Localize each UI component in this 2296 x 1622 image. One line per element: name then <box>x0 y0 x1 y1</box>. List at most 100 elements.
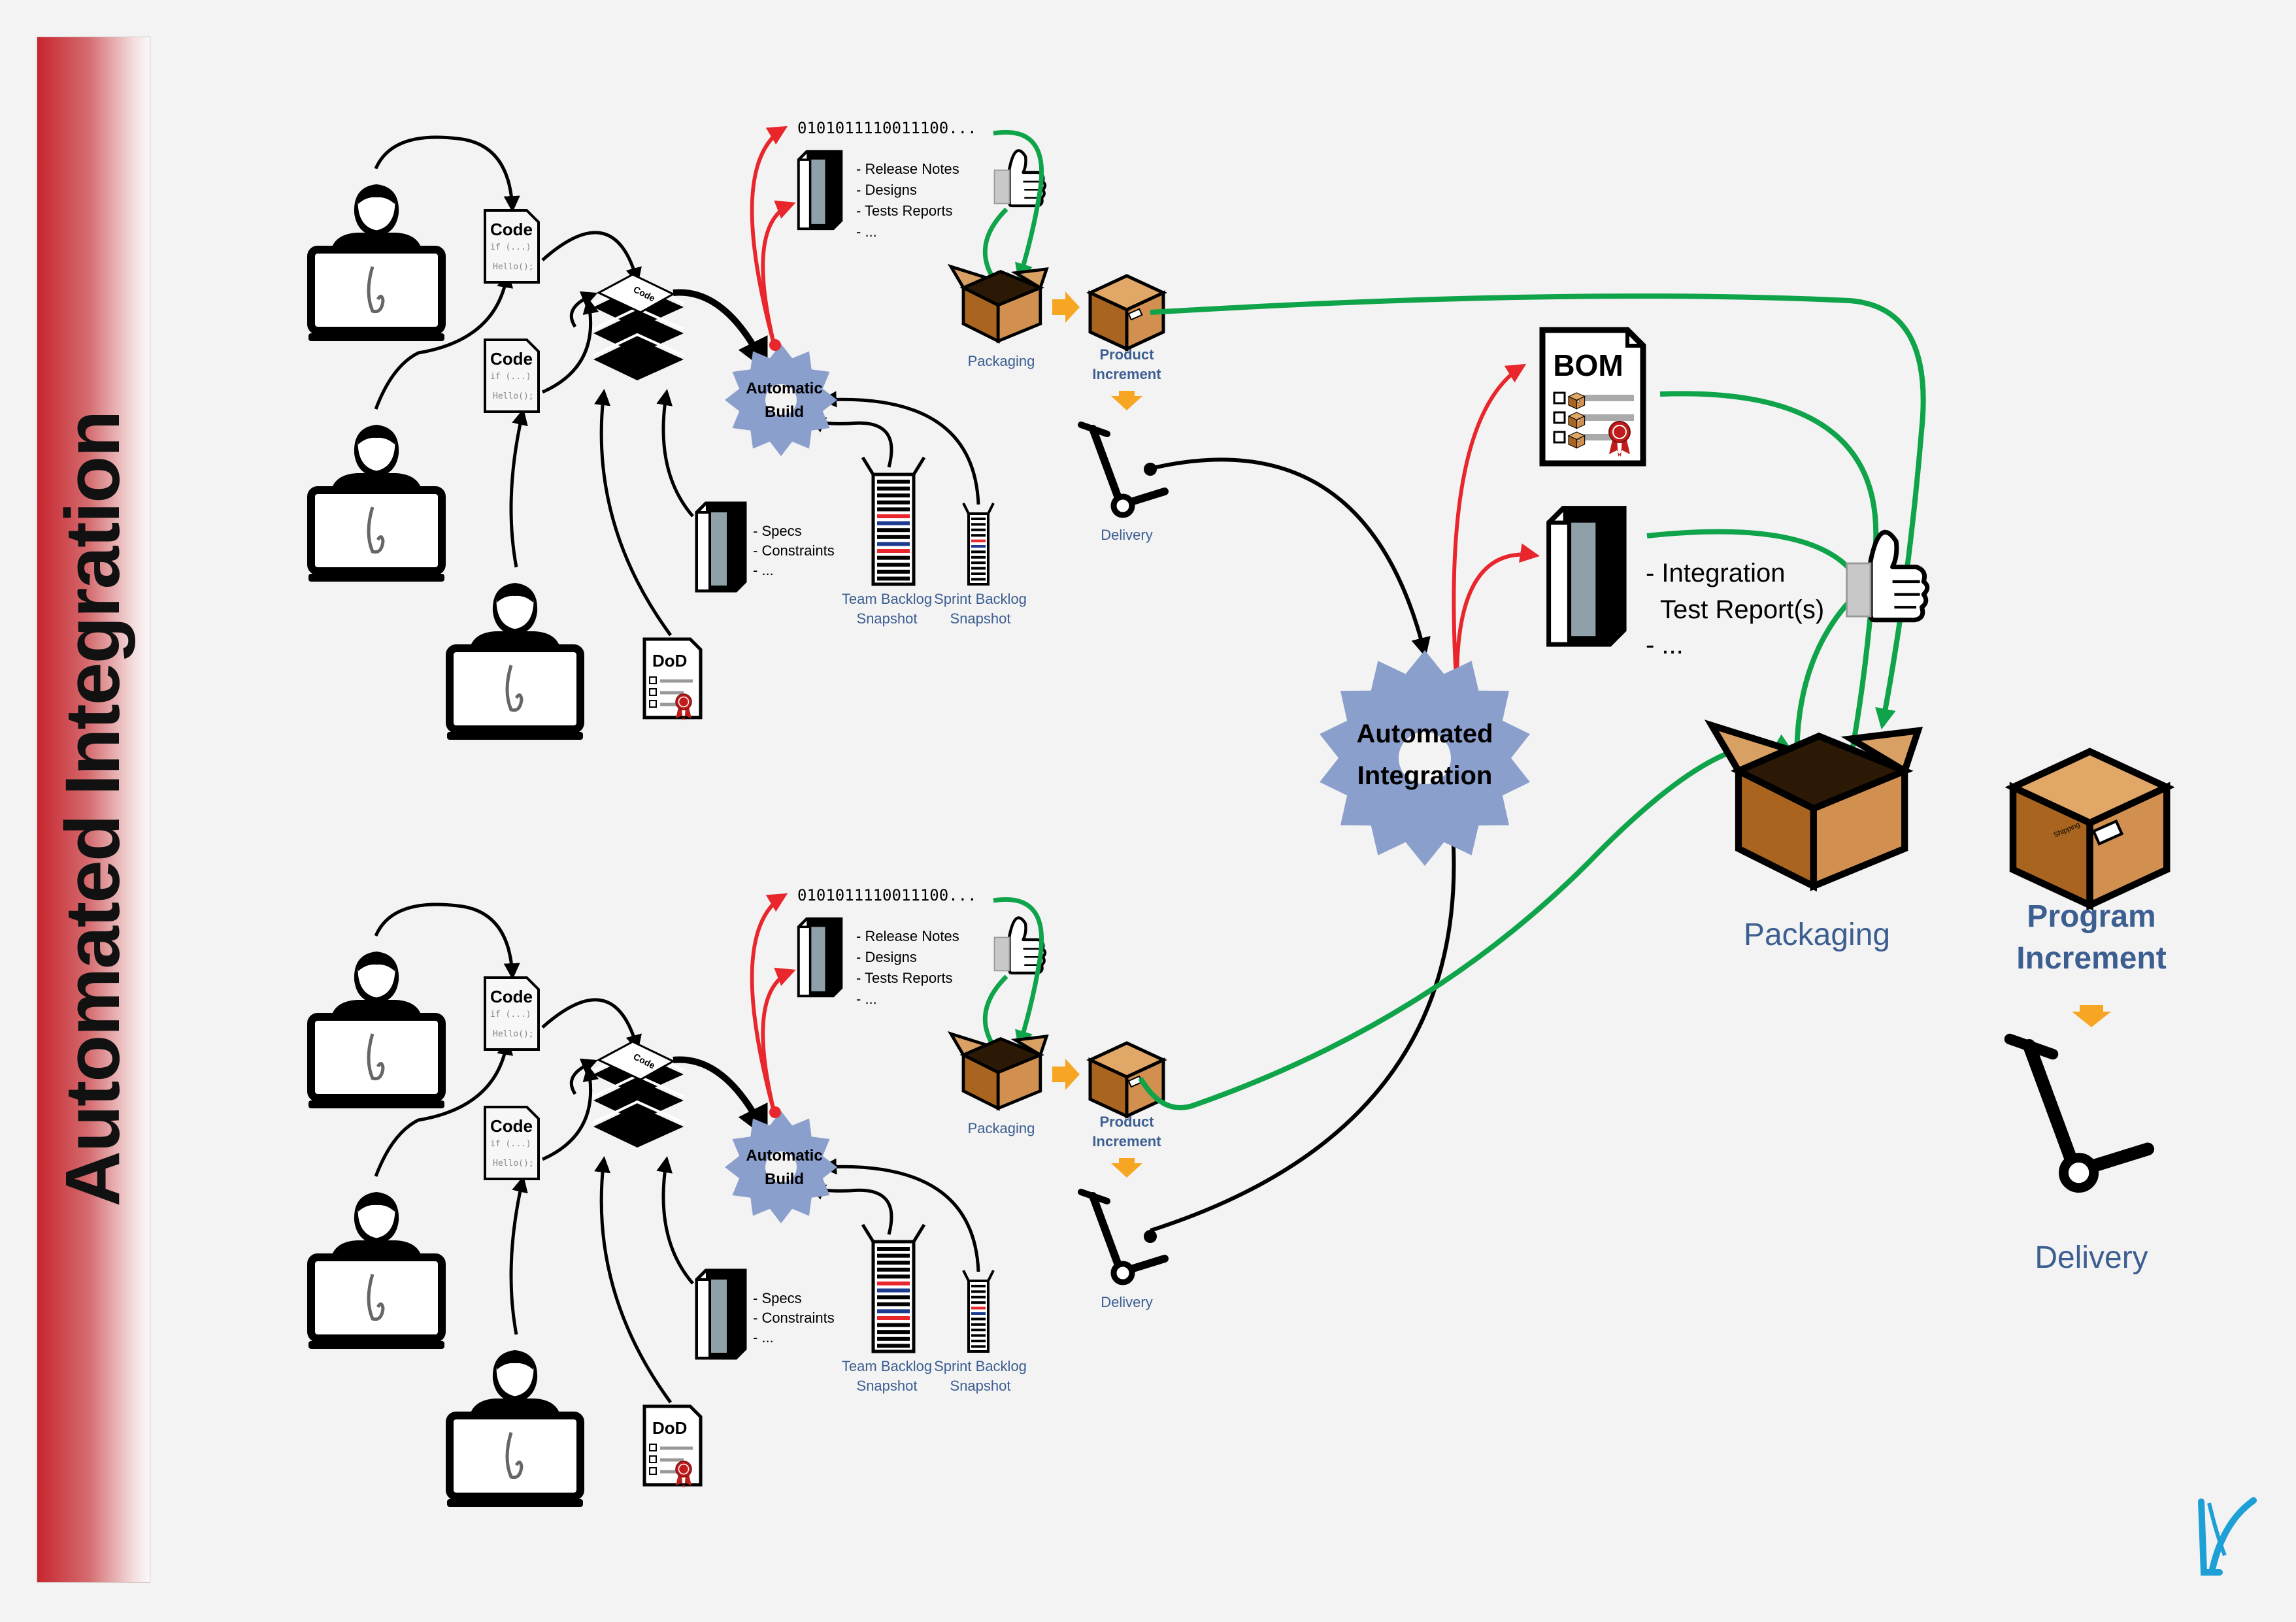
stack-code-sheet <box>596 273 676 314</box>
product-increment-line-1: Product <box>1099 346 1154 363</box>
binary-output: 0101011110011100... <box>797 119 977 137</box>
integration-gear-line1: Automated <box>1357 720 1493 748</box>
program-delivery-truck-icon <box>2010 1039 2148 1188</box>
dev2-to-code-arrow <box>374 1038 514 1177</box>
increment-down-arrow-icon <box>1111 1158 1142 1178</box>
binary-to-package-arrow <box>993 130 1044 282</box>
team-backlog-line-2: Snapshot <box>857 1378 918 1394</box>
code-line-2: Hello(); <box>493 1029 534 1039</box>
bom-document: BOM <box>1539 327 1646 467</box>
dod-document: DoD <box>644 1406 701 1489</box>
product-increment-line-2: Increment <box>1092 366 1161 382</box>
team-delivery-label: Delivery <box>1101 1294 1152 1310</box>
program-packaging-box <box>1712 725 1918 886</box>
dod-to-stack-arrow <box>594 389 673 637</box>
integration-gear-line2: Integration <box>1357 761 1493 790</box>
merged-code-stack: Code <box>593 1040 684 1148</box>
packaging-to-increment-arrow-icon <box>1052 291 1080 323</box>
team-packaging-label: Packaging <box>968 1120 1035 1136</box>
docs-line-3: - Tests Reports <box>856 203 953 219</box>
packaging-to-increment-arrow-icon <box>1052 1059 1080 1090</box>
code2-to-stack-arrow <box>541 1065 599 1161</box>
docs-line-4: - ... <box>856 991 877 1007</box>
report-line-1: - Integration <box>1646 559 1785 588</box>
specs-book-icon <box>697 1270 745 1358</box>
build-to-docs-arrow <box>761 967 796 1112</box>
binary-to-package-arrow <box>993 897 1044 1050</box>
specs-line-1: - Specs <box>753 523 802 539</box>
bom-line-items <box>1553 391 1634 449</box>
dev3-to-code-arrow <box>509 408 528 568</box>
sprint-backlog-to-build-arrow <box>820 391 980 505</box>
docs-line-4: - ... <box>856 223 877 240</box>
sprint-backlog-line-1: Sprint Backlog <box>934 591 1027 607</box>
bom-label: BOM <box>1553 348 1623 382</box>
dev1-to-code-arrow <box>374 902 520 980</box>
delivery-source-dot <box>1144 1230 1157 1243</box>
developer-3-icon <box>447 583 583 740</box>
build-to-binary-arrow <box>750 125 788 344</box>
team-packaging-box <box>951 267 1046 341</box>
docs-line-2: - Designs <box>856 949 917 965</box>
approval-thumb-icon <box>1847 532 1927 620</box>
product-increment-line-2: Increment <box>1092 1133 1161 1150</box>
sprint-backlog-line-2: Snapshot <box>950 610 1011 627</box>
docs-line-2: - Designs <box>856 182 917 198</box>
sprint-backlog-snapshot <box>962 1270 995 1353</box>
sidebar-banner <box>37 37 150 1583</box>
team-delivery-label: Delivery <box>1101 527 1152 543</box>
stack-code-sheet <box>596 1040 676 1081</box>
program-increment-line2: Increment <box>2016 941 2166 976</box>
code-label: Code <box>490 220 533 239</box>
specs-line-1: - Specs <box>753 1290 802 1306</box>
code-line-1: if (...) <box>490 372 531 382</box>
build-line-1: Automatic <box>746 380 822 397</box>
code-line-2: Hello(); <box>493 391 534 401</box>
program-packaging-label: Packaging <box>1744 918 1890 952</box>
dod-to-stack-arrow <box>594 1156 673 1404</box>
code-label: Code <box>490 349 533 369</box>
team-backlog-line-1: Team Backlog <box>842 1358 932 1374</box>
report-line-2: Test Report(s) <box>1660 595 1824 624</box>
dod-label: DoD <box>652 1418 687 1438</box>
code-line-1: if (...) <box>490 1010 531 1019</box>
docs-book-icon <box>799 919 841 996</box>
code-line-2: Hello(); <box>493 1159 534 1168</box>
brand-logo <box>2198 1497 2257 1576</box>
code-document-2: Code if (...) Hello(); <box>484 339 540 413</box>
report-line-3: - ... <box>1646 631 1684 659</box>
build-to-docs-arrow <box>761 200 796 344</box>
dev1-to-code-arrow <box>374 135 520 212</box>
code-line-1: if (...) <box>490 242 531 252</box>
docs-line-3: - Tests Reports <box>856 970 953 986</box>
code2-to-stack-arrow <box>541 297 599 394</box>
product-increment-box <box>1090 1043 1163 1116</box>
dev3-to-code-arrow <box>509 1176 528 1335</box>
team-backlog-snapshot <box>861 1223 926 1353</box>
dod-document: DoD <box>644 639 701 721</box>
stack-to-build-arrow <box>673 289 768 372</box>
product-increment-line-1: Product <box>1099 1114 1154 1130</box>
developer-3-icon <box>447 1350 583 1507</box>
specs-line-2: - Constraints <box>753 1310 835 1326</box>
build-line-2: Build <box>765 403 804 421</box>
specs-line-2: - Constraints <box>753 542 835 559</box>
specs-line-3: - ... <box>753 562 774 578</box>
automated-integration-gear: Automated Integration <box>1320 650 1530 866</box>
build-to-binary-arrow <box>750 893 788 1112</box>
sprint-backlog-line-1: Sprint Backlog <box>934 1358 1027 1374</box>
integration-report-book <box>1549 508 1624 644</box>
stack-input-arrow <box>569 1058 598 1095</box>
specs-to-stack-arrow <box>656 389 694 518</box>
sprint-backlog-to-build-arrow <box>820 1158 980 1272</box>
program-down-arrow-icon <box>2072 1005 2111 1027</box>
program-delivery-label: Delivery <box>2035 1240 2148 1275</box>
build-source-dot <box>769 1106 781 1118</box>
binary-output: 0101011110011100... <box>797 886 977 904</box>
program-increment-line1: Program <box>2027 899 2155 934</box>
